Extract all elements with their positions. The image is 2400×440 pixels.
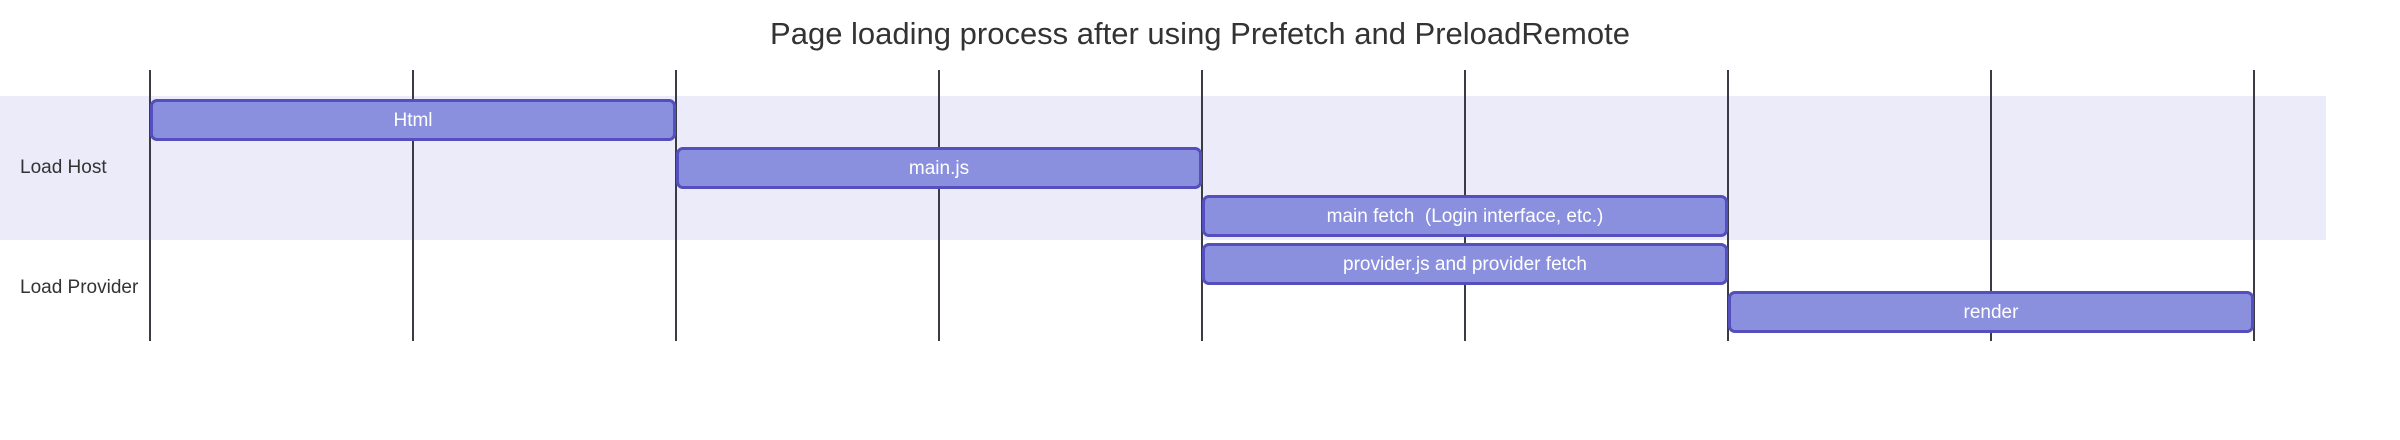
gridline xyxy=(149,70,151,341)
gridline xyxy=(1727,70,1729,341)
task-label: provider.js and provider fetch xyxy=(1343,253,1587,275)
task-label: Html xyxy=(393,109,433,131)
gridline xyxy=(2253,70,2255,341)
task-bar: main.js xyxy=(676,147,1202,189)
task-bar: provider.js and provider fetch xyxy=(1202,243,1728,285)
gridline xyxy=(938,70,940,341)
task-label: main.js xyxy=(908,157,970,179)
gridline xyxy=(1990,70,1992,341)
section-label: Load Host xyxy=(20,157,107,178)
section-label: Load Provider xyxy=(20,277,139,298)
task-bar: render xyxy=(1728,291,2254,333)
gridline xyxy=(412,70,414,341)
gridline xyxy=(675,70,677,341)
task-label: main fetch (Login interface, etc.) xyxy=(1326,205,1604,227)
task-bar: main fetch (Login interface, etc.) xyxy=(1202,195,1728,237)
task-bar: Html xyxy=(150,99,676,141)
task-label: render xyxy=(1963,301,2019,323)
chart-title: Page loading process after using Prefetc… xyxy=(770,16,1630,51)
